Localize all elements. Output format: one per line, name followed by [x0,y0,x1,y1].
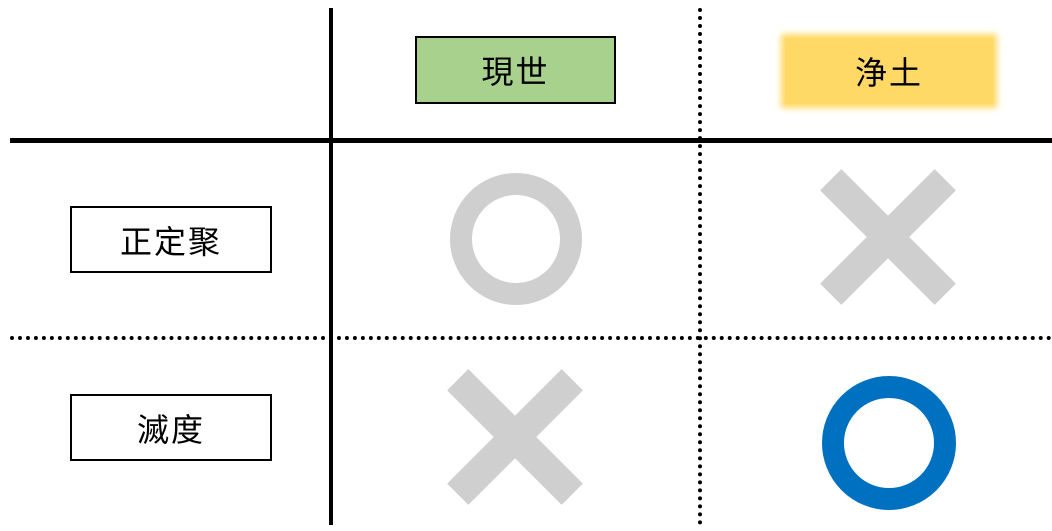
cross-gray-icon [445,367,585,507]
horizontal-divider-solid [10,138,1052,143]
cross-gray-icon [818,167,958,307]
row-header-metsudo: 滅度 [70,394,272,461]
circle-gray-icon [450,173,582,305]
vertical-divider-dotted [698,8,702,525]
row-header-shojoju: 正定聚 [70,206,272,273]
column-header-genze: 現世 [415,36,616,104]
horizontal-divider-dotted [10,336,1052,340]
vertical-divider-solid [329,8,333,525]
circle-blue-icon [822,376,956,510]
column-header-jodo: 浄土 [785,38,993,104]
